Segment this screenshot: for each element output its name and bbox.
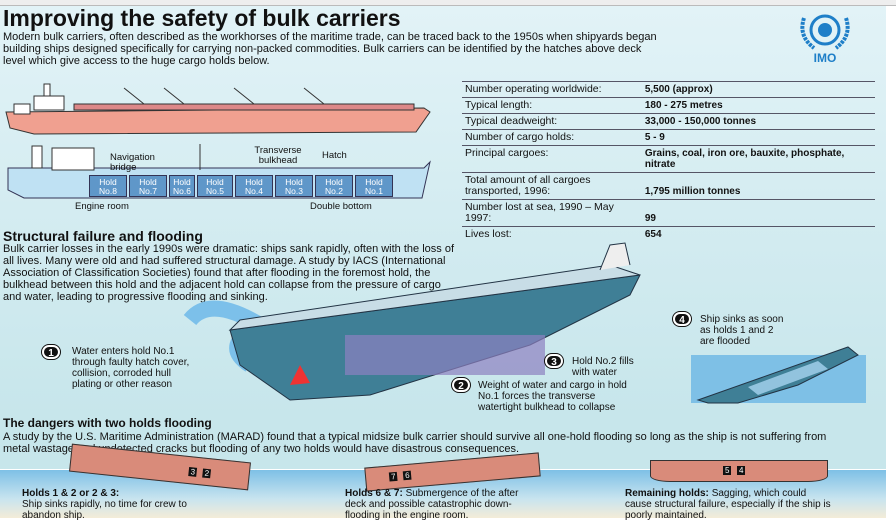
- hold-2: Hold No.2: [315, 175, 353, 197]
- imo-logo: IMO: [790, 8, 860, 65]
- fact-value: 1,795 million tonnes: [641, 172, 875, 200]
- fact-value: 5 - 9: [641, 129, 875, 146]
- step-3-text: Hold No.2 fills with water: [572, 356, 634, 378]
- danger-ship-3: 5 4: [650, 460, 828, 482]
- hold-mark: 4: [737, 466, 746, 475]
- step-2-text: Weight of water and cargo in hold No.1 f…: [478, 380, 627, 413]
- fact-label: Lives lost:: [462, 226, 642, 242]
- hold-3: Hold No.3: [275, 175, 313, 197]
- fact-label: Typical length:: [462, 97, 642, 114]
- step-3-badge: 3: [545, 354, 563, 368]
- table-row: Total amount of all cargoes transported,…: [462, 172, 875, 200]
- table-row: Principal cargoes:Grains, coal, iron ore…: [462, 145, 875, 173]
- structural-heading: Structural failure and flooding: [3, 228, 203, 244]
- case-text: Sagging, which could cause structural fa…: [625, 488, 831, 521]
- case-text: Ship sinks rapidly, no time for crew to …: [22, 499, 187, 521]
- case-text: Submergence of the after deck and possib…: [345, 488, 519, 521]
- label-hatch: Hatch: [322, 150, 347, 161]
- fact-label: Number of cargo holds:: [462, 129, 642, 146]
- sinking-ship-illustration: [688, 345, 868, 410]
- table-row: Number lost at sea, 1990 – May 1997:99: [462, 199, 875, 227]
- hold-mark: 7: [388, 471, 399, 482]
- label-transverse-bulkhead: Transverse bulkhead: [254, 145, 302, 166]
- danger-case-3: Remaining holds: Sagging, which could ca…: [625, 488, 835, 521]
- fact-label: Typical deadweight:: [462, 113, 642, 130]
- fact-value: Grains, coal, iron ore, bauxite, phospha…: [641, 145, 875, 173]
- dangers-heading: The dangers with two holds flooding: [3, 416, 212, 430]
- fact-label: Principal cargoes:: [462, 145, 642, 173]
- table-row: Lives lost:654: [462, 226, 875, 242]
- bulk-carrier-side-view: [4, 82, 434, 143]
- fact-label: Number lost at sea, 1990 – May 1997:: [462, 199, 642, 227]
- danger-case-2: Holds 6 & 7: Submergence of the after de…: [345, 488, 540, 521]
- step-1-text: Water enters hold No.1 through faulty ha…: [72, 346, 190, 390]
- label-engine-room: Engine room: [75, 201, 129, 212]
- fact-value: 99: [641, 199, 875, 227]
- table-row: Typical length:180 - 275 metres: [462, 97, 875, 114]
- facts-table: Number operating worldwide:5,500 (approx…: [462, 81, 875, 242]
- hold-7: Hold No.7: [129, 175, 167, 197]
- hold-mark: 5: [723, 466, 732, 475]
- fact-value: 33,000 - 150,000 tonnes: [641, 113, 875, 130]
- flooding-ship-illustration: [170, 235, 670, 420]
- impact-burst-icon: [290, 365, 310, 385]
- table-row: Number of cargo holds:5 - 9: [462, 129, 875, 146]
- page-title: Improving the safety of bulk carriers: [3, 5, 401, 31]
- hold-6: Hold No.6: [169, 175, 195, 197]
- step-4-text: Ship sinks as soon as holds 1 and 2 are …: [700, 314, 784, 347]
- case-title: Holds 6 & 7:: [345, 488, 403, 499]
- hold-row: Hold No.8 Hold No.7 Hold No.6 Hold No.5 …: [89, 175, 393, 197]
- step-4-badge: 4: [673, 312, 691, 326]
- fact-label: Total amount of all cargoes transported,…: [462, 172, 642, 200]
- hold-mark: 6: [402, 470, 412, 481]
- fact-value: 180 - 275 metres: [641, 97, 875, 114]
- hold-mark: 3: [188, 467, 198, 477]
- label-navigation-bridge: Navigation bridge: [110, 152, 155, 173]
- structural-body: Bulk carrier losses in the early 1990s w…: [3, 243, 454, 303]
- intro-text: Modern bulk carriers, often described as…: [3, 31, 657, 67]
- table-row: Number operating worldwide:5,500 (approx…: [462, 81, 875, 98]
- window-top-bar: [0, 0, 896, 6]
- hold-4: Hold No.4: [235, 175, 273, 197]
- danger-case-1: Holds 1 & 2 or 2 & 3:Ship sinks rapidly,…: [22, 488, 192, 521]
- fact-value: 654: [641, 226, 875, 242]
- case-title: Remaining holds:: [625, 488, 709, 499]
- label-double-bottom: Double bottom: [310, 201, 372, 212]
- fact-label: Number operating worldwide:: [462, 81, 642, 98]
- hold-1: Hold No.1: [355, 175, 393, 197]
- table-row: Typical deadweight:33,000 - 150,000 tonn…: [462, 113, 875, 130]
- fact-value: 5,500 (approx): [641, 81, 875, 98]
- hold-5: Hold No.5: [197, 175, 233, 197]
- hold-mark: 2: [202, 468, 212, 479]
- step-1-badge: 1: [42, 345, 60, 359]
- hold-8: Hold No.8: [89, 175, 127, 197]
- imo-logo-text: IMO: [814, 51, 837, 64]
- step-2-badge: 2: [452, 378, 470, 392]
- case-title: Holds 1 & 2 or 2 & 3:: [22, 488, 120, 499]
